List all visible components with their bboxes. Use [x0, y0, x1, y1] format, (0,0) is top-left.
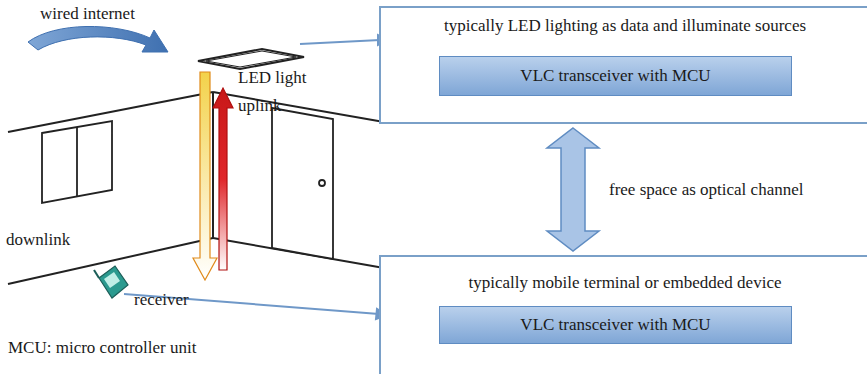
phone-icon [94, 266, 128, 298]
wired-arrow [28, 26, 168, 52]
edge-label: free space as optical channel [609, 180, 803, 200]
door [272, 108, 333, 259]
window [42, 121, 112, 203]
double-arrow [547, 128, 599, 251]
illustration-label: wired internet [40, 4, 135, 24]
uplink-arrow [213, 88, 233, 270]
downlink-arrow [193, 72, 217, 280]
illustration-label: downlink [6, 230, 70, 250]
illustration-label: uplink [238, 96, 281, 116]
room-walls [8, 92, 384, 284]
box-heading: typically LED lighting as data and illum… [381, 16, 867, 36]
box-text: VLC transceiver with MCU [520, 315, 710, 335]
led-panel [198, 49, 304, 69]
box-heading: typically mobile terminal or embedded de… [381, 273, 867, 293]
source-box: typically LED lighting as data and illum… [379, 6, 867, 124]
leader-arrows [124, 35, 388, 319]
terminal-box: typically mobile terminal or embedded de… [379, 255, 867, 374]
transceiver-box: VLC transceiver with MCU [439, 306, 792, 344]
transceiver-box: VLC transceiver with MCU [439, 56, 792, 96]
illustration-label: MCU: micro controller unit [8, 338, 196, 358]
box-text: VLC transceiver with MCU [520, 66, 710, 86]
illustration-label: LED light [238, 68, 306, 88]
illustration-label: receiver [134, 290, 189, 310]
